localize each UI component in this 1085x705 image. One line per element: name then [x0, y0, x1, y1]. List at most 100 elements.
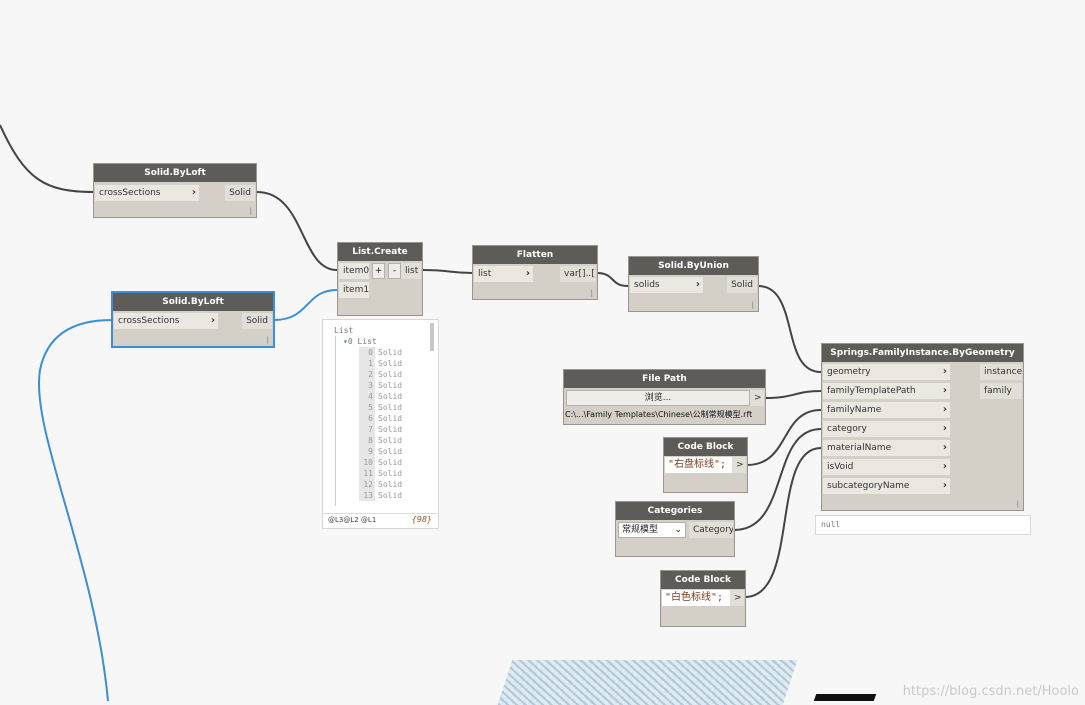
output-port-var[interactable]: var[]..[] [560, 266, 596, 282]
output-port-solid[interactable]: Solid [242, 313, 272, 329]
remove-input-button[interactable]: - [388, 263, 401, 279]
preview-scrollbar[interactable] [430, 323, 434, 351]
input-port-category[interactable]: category› [823, 421, 950, 437]
wire-filepath-to-template [764, 390, 822, 399]
list-item-value: Solid [378, 348, 403, 357]
output-port-family[interactable]: family [980, 383, 1022, 399]
preview-tree-line [335, 336, 336, 506]
node-flatten[interactable]: Flatten list› var[]..[] | [472, 245, 598, 300]
wire-offscreen-to-loft1 [0, 124, 95, 193]
resize-grip-icon[interactable]: | [751, 301, 754, 309]
list-item-index: 7 [359, 424, 375, 435]
code-input[interactable]: "白色标线"; [662, 590, 730, 606]
node-title: File Path [564, 370, 765, 388]
list-item-index: 4 [359, 391, 375, 402]
add-input-button[interactable]: + [372, 263, 385, 279]
preview-value: null [821, 520, 841, 529]
input-port-isvoid[interactable]: isVoid› [823, 459, 950, 475]
node-categories[interactable]: Categories 常规模型 ⌄ Category [615, 501, 735, 557]
browse-button[interactable]: 浏览... [566, 390, 750, 406]
preview-sub-label: ▾0 List [343, 337, 377, 346]
code-input[interactable]: "右盘标线"; [665, 457, 732, 473]
watermark: https://blog.csdn.net/Hoolo [902, 684, 1079, 699]
output-port-code[interactable]: > [732, 457, 746, 473]
list-item-index: 2 [359, 369, 375, 380]
node-solid-byloft-2[interactable]: Solid.ByLoft crossSections› Solid | [111, 291, 275, 348]
output-port-solid[interactable]: Solid [727, 277, 757, 293]
family-preview-bubble[interactable]: null [815, 515, 1031, 535]
output-port-instance[interactable]: instance [980, 364, 1022, 380]
input-port-crosssections[interactable]: crossSections› [114, 313, 218, 329]
resize-grip-icon[interactable]: | [1016, 500, 1019, 508]
list-item-index: 13 [359, 490, 375, 501]
wire-loft2-to-listcreate [273, 289, 338, 321]
node-title: Categories [616, 502, 734, 520]
output-port-path[interactable]: > [750, 390, 764, 406]
list-item-index: 11 [359, 468, 375, 479]
node-title: Springs.FamilyInstance.ByGeometry [822, 344, 1023, 362]
input-port-list[interactable]: list› [474, 266, 533, 282]
list-item-index: 3 [359, 380, 375, 391]
input-port-crosssections[interactable]: crossSections› [95, 185, 199, 201]
input-port-subcategoryname[interactable]: subcategoryName› [823, 478, 950, 494]
list-item-value: Solid [378, 414, 403, 423]
input-port-familytemplatepath[interactable]: familyTemplatePath› [823, 383, 950, 399]
output-port-solid[interactable]: Solid [225, 185, 255, 201]
chevron-down-icon[interactable]: ▾ [343, 337, 348, 346]
node-code-block-2[interactable]: Code Block "白色标线"; > [660, 570, 746, 627]
output-port-code[interactable]: > [730, 590, 744, 606]
resize-grip-icon[interactable]: | [249, 207, 252, 215]
list-item-index: 0 [359, 347, 375, 358]
chevron-right-icon: › [942, 385, 947, 396]
node-title: Solid.ByUnion [629, 257, 758, 275]
list-item-index: 5 [359, 402, 375, 413]
input-port-familyname[interactable]: familyName› [823, 402, 950, 418]
wire-loft1-to-listcreate [256, 191, 338, 271]
node-title: Code Block [661, 571, 745, 589]
list-item-index: 6 [359, 413, 375, 424]
node-code-block-1[interactable]: Code Block "右盘标线"; > [663, 437, 748, 493]
input-port-geometry[interactable]: geometry› [823, 364, 950, 380]
list-item-value: Solid [378, 359, 403, 368]
chevron-right-icon: › [942, 404, 947, 415]
list-item-value: Solid [378, 392, 403, 401]
node-file-path[interactable]: File Path 浏览... > C:\...\Family Template… [563, 369, 766, 425]
node-solid-byloft-1[interactable]: Solid.ByLoft crossSections› Solid | [93, 163, 257, 218]
node-solid-byunion[interactable]: Solid.ByUnion solids› Solid | [628, 256, 759, 312]
resize-grip-icon[interactable]: | [590, 289, 593, 297]
list-item-index: 12 [359, 479, 375, 490]
node-list-create[interactable]: List.Create item0 + - list item1 [337, 242, 423, 316]
wire-listcreate-to-flatten [421, 269, 473, 274]
node-family-instance-bygeometry[interactable]: Springs.FamilyInstance.ByGeometry geomet… [821, 343, 1024, 511]
output-port-list[interactable]: list [401, 263, 421, 279]
list-item-value: Solid [378, 469, 403, 478]
list-item-index: 9 [359, 446, 375, 457]
resize-grip-icon[interactable]: | [266, 336, 269, 344]
node-title: Flatten [473, 246, 597, 264]
list-item-value: Solid [378, 381, 403, 390]
input-port-item0[interactable]: item0 [339, 263, 369, 279]
output-port-category[interactable]: Category [689, 522, 733, 538]
chevron-right-icon: › [695, 279, 700, 290]
list-item-value: Solid [378, 403, 403, 412]
wire-code1-to-familyname [746, 409, 822, 466]
chevron-right-icon: › [942, 423, 947, 434]
wire-categories-to-category [733, 428, 822, 531]
input-port-item1[interactable]: item1 [339, 282, 369, 298]
input-port-materialname[interactable]: materialName› [823, 440, 950, 456]
list-count: {98} [411, 515, 432, 524]
category-select[interactable]: 常规模型 ⌄ [618, 522, 686, 538]
background-geometry-dark [813, 694, 877, 701]
chevron-right-icon: › [942, 442, 947, 453]
input-port-solids[interactable]: solids› [630, 277, 703, 293]
wire-offscreen-to-loft2 [38, 319, 113, 701]
